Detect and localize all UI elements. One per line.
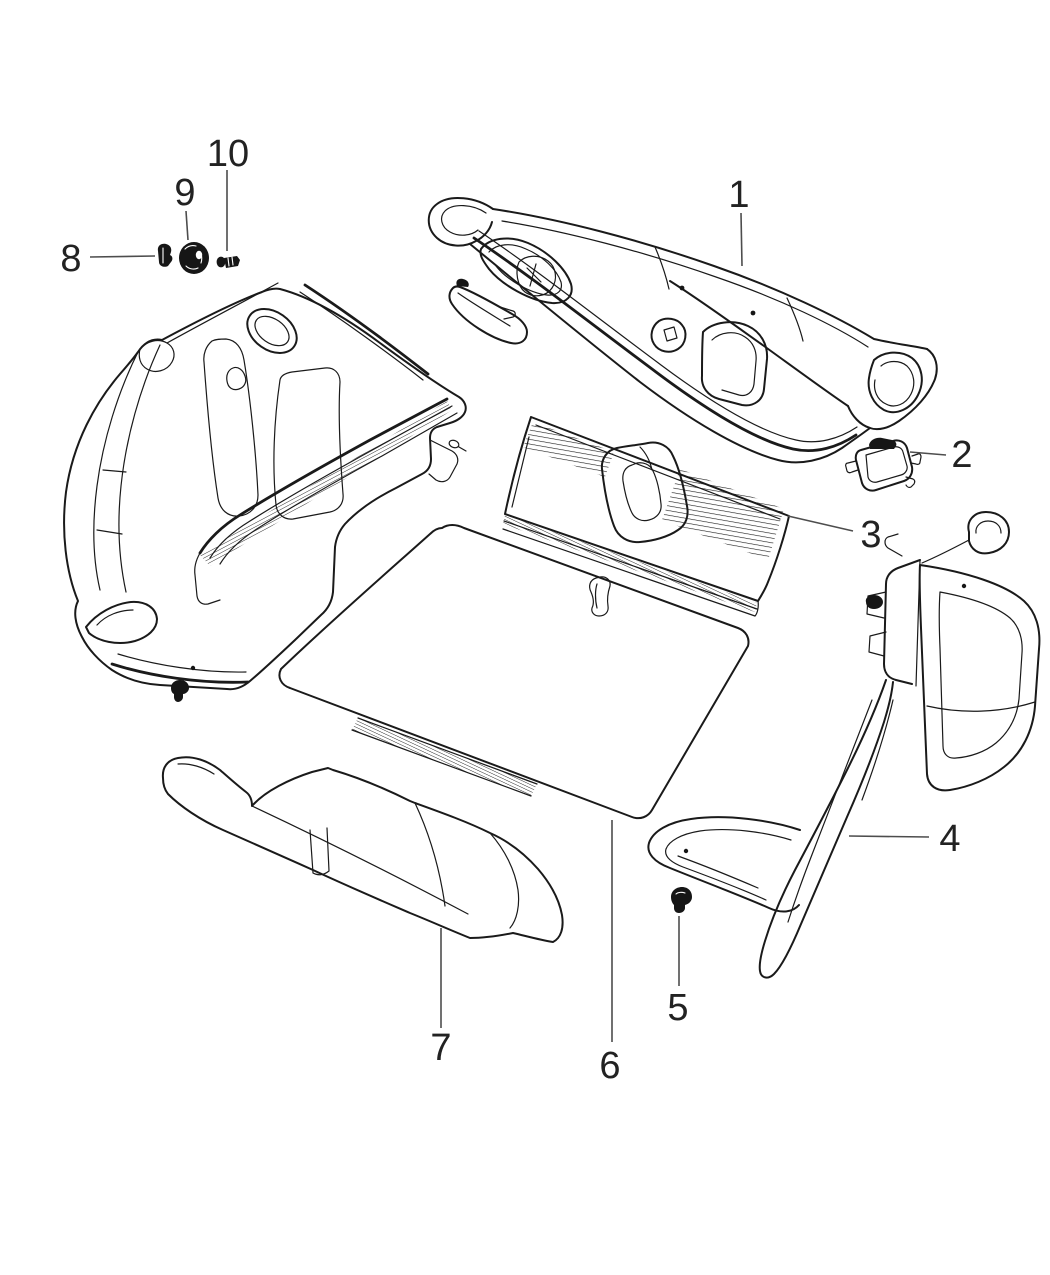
- leader-line-8: [89, 255, 156, 258]
- callout-10: 10: [207, 133, 249, 251]
- left-quarter-trim-panel-drawing: [63, 282, 467, 702]
- screw-hole-dot: [961, 583, 967, 589]
- callout-9: 9: [174, 172, 196, 241]
- pull-strap: [589, 576, 611, 617]
- screw-hole-dot: [190, 665, 196, 671]
- callout-8: 8: [60, 238, 156, 280]
- callout-number-3: 3: [860, 514, 881, 556]
- screw-hole-dot: [750, 310, 756, 316]
- callout-number-2: 2: [951, 434, 972, 476]
- screw-hole-dot: [683, 848, 689, 854]
- access-cover-drawing: [845, 437, 922, 492]
- small-clip: [865, 595, 883, 609]
- push-pin: [171, 680, 189, 702]
- small-screw: [448, 439, 460, 449]
- leader-line-2: [909, 451, 947, 456]
- callout-number-4: 4: [939, 818, 960, 860]
- hatch-band-right: [662, 469, 784, 560]
- retainer-clip-drawing: [157, 243, 173, 267]
- callout-number-1: 1: [728, 174, 749, 216]
- callout-4: 4: [848, 818, 961, 860]
- grommet-plug-drawing: [179, 242, 209, 274]
- speaker-hole: [246, 308, 298, 354]
- push-pin-retainer-drawing: [671, 887, 692, 913]
- callout-number-8: 8: [60, 238, 81, 280]
- callout-1: 1: [728, 174, 750, 267]
- cover-ridge: [869, 437, 897, 449]
- trim-cap-flap-drawing: [448, 278, 528, 345]
- leader-line-4: [848, 835, 930, 838]
- callout-2: 2: [909, 434, 973, 476]
- sill-hatch-band: [200, 401, 452, 566]
- callout-number-9: 9: [174, 172, 195, 214]
- screw-hole-dot: [679, 285, 685, 291]
- sill-scuff-plate-drawing: [502, 416, 790, 617]
- callout-number-5: 5: [667, 987, 688, 1029]
- trunk-lid-trim-panel-drawing: [427, 197, 938, 464]
- carpet-edge-hatch: [352, 718, 537, 796]
- hatch-band-left: [523, 422, 614, 477]
- leader-line-9: [185, 210, 189, 241]
- callout-number-7: 7: [430, 1027, 451, 1069]
- callout-7: 7: [430, 928, 452, 1069]
- trunk-floor-carpet-drawing: [278, 524, 750, 820]
- flap-clip: [456, 278, 469, 287]
- callout-3: 3: [787, 514, 882, 556]
- callout-number-6: 6: [599, 1045, 620, 1087]
- leader-line-3: [787, 515, 854, 532]
- sill-lip-hatch: [503, 515, 757, 612]
- callout-number-10: 10: [207, 133, 249, 175]
- screw-fastener-drawing: [216, 256, 240, 268]
- callout-6: 6: [599, 820, 621, 1087]
- right-quarter-trim-panel-drawing: [647, 511, 1041, 979]
- insulation-pad-drawing: [161, 756, 564, 943]
- leader-line-1: [740, 212, 743, 267]
- callout-5: 5: [667, 916, 689, 1029]
